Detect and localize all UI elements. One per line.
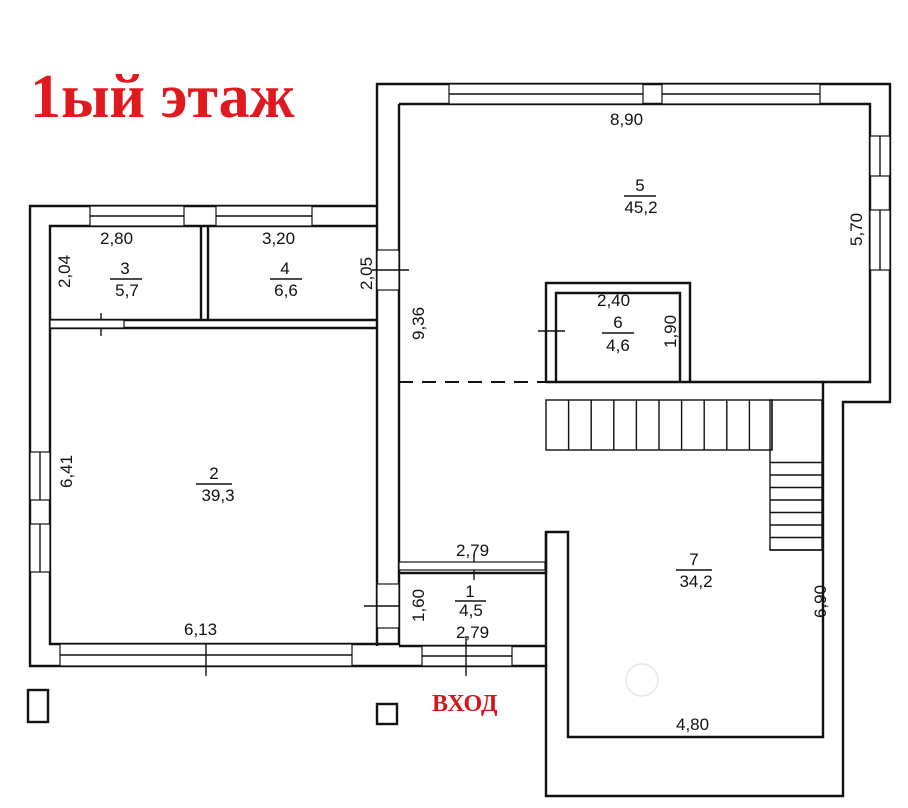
dim-room5-width: 8,90 <box>610 110 643 129</box>
partitions <box>50 226 823 666</box>
dim-room6-width: 2,40 <box>597 291 630 310</box>
room-7-number: 7 <box>689 550 698 569</box>
dim-room2-width: 6,13 <box>184 620 217 639</box>
porch-post-left <box>26 688 50 724</box>
room-4-number: 4 <box>280 259 289 278</box>
dim-room7-depth: 6,90 <box>811 585 830 618</box>
room-labels: 5 45,2 3 5,7 4 6,6 6 4,6 2 39,3 1 4,5 7 … <box>110 176 713 620</box>
dim-hall-length: 9,36 <box>409 307 428 340</box>
room-2-area: 39,3 <box>201 486 234 505</box>
room-4-area: 6,6 <box>274 281 298 300</box>
door-marks <box>49 269 565 676</box>
dim-room1-width-top: 2,79 <box>456 541 489 560</box>
dim-room5-depth: 5,70 <box>847 213 866 246</box>
staircase <box>545 399 823 551</box>
dimensions: 8,90 5,70 2,80 2,04 3,20 2,05 9,36 2,40 … <box>55 110 866 734</box>
room-1-number: 1 <box>465 582 474 601</box>
room-6-number: 6 <box>613 313 622 332</box>
entry-label: ВХОД <box>432 691 498 717</box>
room-5-area: 45,2 <box>624 198 657 217</box>
watermark <box>625 663 659 697</box>
windows <box>29 83 891 667</box>
room-3-area: 5,7 <box>115 281 139 300</box>
outer-walls <box>28 82 892 798</box>
room-1-area: 4,5 <box>459 601 483 620</box>
dim-room6-depth: 1,90 <box>661 315 680 348</box>
dim-room1-width-bottom: 2,79 <box>456 623 489 642</box>
dim-room3-width: 2,80 <box>100 229 133 248</box>
porch-post-right <box>375 702 399 726</box>
dim-room3-depth: 2,04 <box>55 255 74 288</box>
dim-room2-depth: 6,41 <box>57 455 76 488</box>
dim-room1-depth: 1,60 <box>409 589 428 622</box>
room-6-area: 4,6 <box>606 336 630 355</box>
room-2-number: 2 <box>209 464 218 483</box>
dim-room4-depth: 2,05 <box>357 257 376 290</box>
room-3-number: 3 <box>120 259 129 278</box>
room-7-area: 34,2 <box>679 572 712 591</box>
dim-room4-width: 3,20 <box>262 229 295 248</box>
dim-room7-width: 4,80 <box>676 715 709 734</box>
room-5-number: 5 <box>635 176 644 195</box>
floor-title: 1ый этаж <box>30 63 295 131</box>
